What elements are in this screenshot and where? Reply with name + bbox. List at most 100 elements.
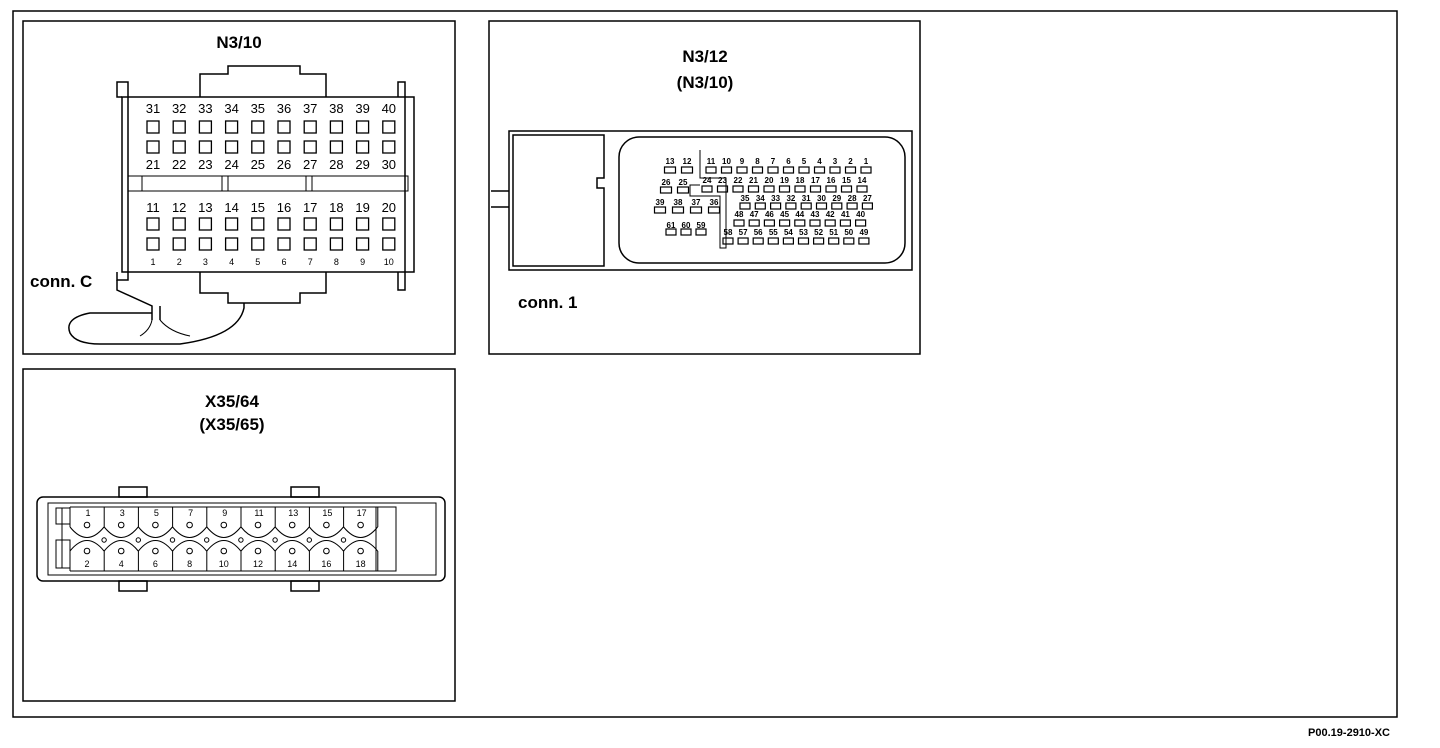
x35-64-cavity-top: [240, 526, 276, 538]
x35-64-pin-label: 4: [119, 559, 124, 569]
n3-12-pin-box: [733, 219, 745, 227]
n3-10-pin-label: 40: [382, 101, 396, 116]
n3-12-pin-box: [858, 237, 870, 245]
n3-12-pin-box: [732, 185, 744, 193]
x35-64-pin-label: 14: [287, 559, 297, 569]
n3-12-pin-label: 10: [722, 157, 731, 166]
x35-64-pin-label: 8: [187, 559, 192, 569]
n3-12-pin-box: [747, 185, 760, 193]
n3-12-pin-label: 17: [811, 176, 820, 185]
n3-12-pin-box: [860, 166, 872, 174]
n3-10-pin-label: 18: [329, 200, 343, 215]
x35-64-title: X35/64: [205, 392, 259, 411]
n3-10-pin-box: [303, 237, 317, 251]
x35-64-pin-label: 18: [356, 559, 366, 569]
n3-12-pin-box: [846, 202, 858, 210]
n3-10-pin-label: 2: [177, 257, 182, 267]
x35-64-key: [272, 537, 278, 543]
n3-12-pin-label: 4: [817, 157, 822, 166]
n3-10-pin-label: 14: [224, 200, 238, 215]
x35-64-cavity-bottom: [240, 540, 276, 552]
n3-12-pin-box: [769, 202, 782, 210]
x35-64-pin-label: 5: [154, 508, 159, 518]
n3-12-pin-box: [782, 237, 795, 245]
n3-12-pin-label: 39: [656, 198, 665, 207]
n3-12-pin-label: 56: [754, 228, 763, 237]
n3-12-pin-label: 55: [769, 228, 778, 237]
n3-12-pin-label: 15: [842, 176, 851, 185]
n3-12-pin-label: 5: [802, 157, 807, 166]
n3-12-pin-label: 22: [734, 176, 743, 185]
n3-10-pin-label: 35: [251, 101, 265, 116]
n3-12-pin-box: [794, 219, 806, 227]
n3-10-pin-label: 1: [150, 257, 155, 267]
n3-12-pin-box: [680, 228, 692, 236]
x35-64-contact: [117, 547, 125, 555]
n3-12-pin-label: 58: [724, 228, 733, 237]
n3-10-pin-box: [355, 120, 370, 134]
n3-12-pin-label: 60: [682, 221, 691, 230]
n3-12-pin-label: 1: [864, 157, 869, 166]
n3-12-pin-box: [828, 237, 840, 245]
n3-10-pin-label: 12: [172, 200, 186, 215]
x35-64-key: [204, 537, 210, 543]
n3-12-pin-box: [722, 237, 734, 245]
x35-64-pin-label: 7: [188, 508, 193, 518]
n3-12-pin-box: [813, 166, 826, 174]
n3-12-conn-label: conn. 1: [518, 293, 578, 312]
n3-12-pin-label: 7: [771, 157, 776, 166]
n3-10-top-tab: [199, 65, 327, 97]
n3-10-pin-label: 11: [146, 200, 160, 215]
n3-12-pin-label: 30: [817, 194, 826, 203]
reference-code: P00.19-2910-XC: [1308, 727, 1390, 739]
x35-64-tab-top-right: [290, 486, 320, 498]
n3-10-pin-box: [172, 217, 186, 231]
n3-10-pin-label: 22: [172, 157, 186, 172]
n3-10-pin-label: 38: [329, 101, 343, 116]
n3-12-pin-box: [782, 166, 795, 174]
n3-10-pin-label: 24: [224, 157, 238, 172]
x35-64-cavity-top: [274, 526, 310, 538]
n3-12-pin-box: [754, 202, 766, 210]
x35-64-cavity-bottom: [343, 540, 378, 552]
x35-64-contact: [288, 521, 296, 529]
n3-12-pin-box: [839, 219, 852, 227]
n3-12-pin-label: 59: [697, 221, 706, 230]
n3-10-pin-box: [277, 237, 291, 251]
n3-10-pin-label: 36: [277, 101, 291, 116]
n3-12-pin-label: 50: [844, 228, 853, 237]
n3-10-pin-box: [198, 217, 213, 231]
n3-12-pin-label: 34: [756, 194, 765, 203]
x35-64-contact: [254, 521, 262, 529]
n3-12-pin-box: [800, 202, 812, 210]
n3-10-pin-box: [224, 140, 239, 154]
n3-12-pin-box: [778, 185, 791, 193]
n3-12-pin-box: [752, 237, 764, 245]
n3-12-pin-label: 44: [795, 210, 804, 219]
x35-64-pin-label: 3: [120, 508, 125, 518]
x35-64-key: [101, 537, 107, 543]
n3-10-pin-label: 29: [355, 157, 369, 172]
n3-10-pin-label: 13: [198, 200, 212, 215]
n3-12-pin-label: 8: [755, 157, 760, 166]
n3-12-pin-box: [831, 202, 843, 210]
n3-10-pin-box: [382, 140, 396, 154]
x35-64-contact: [186, 521, 193, 529]
n3-12-pin-label: 9: [740, 157, 745, 166]
x35-64-cavity-bottom: [309, 540, 344, 552]
n3-10-pin-label: 32: [172, 101, 186, 116]
panel-n3-10-border: [22, 20, 456, 355]
n3-12-pin-box: [856, 185, 868, 193]
n3-12-pin-box: [707, 206, 721, 214]
n3-10-right-latch: [397, 81, 406, 291]
n3-10-pin-label: 28: [329, 157, 343, 172]
n3-10-pin-box: [329, 120, 344, 134]
n3-10-pin-label: 23: [198, 157, 212, 172]
n3-10-pin-box: [198, 120, 213, 134]
x35-64-cavity-bottom: [172, 540, 207, 552]
x35-64-key: [135, 537, 142, 543]
